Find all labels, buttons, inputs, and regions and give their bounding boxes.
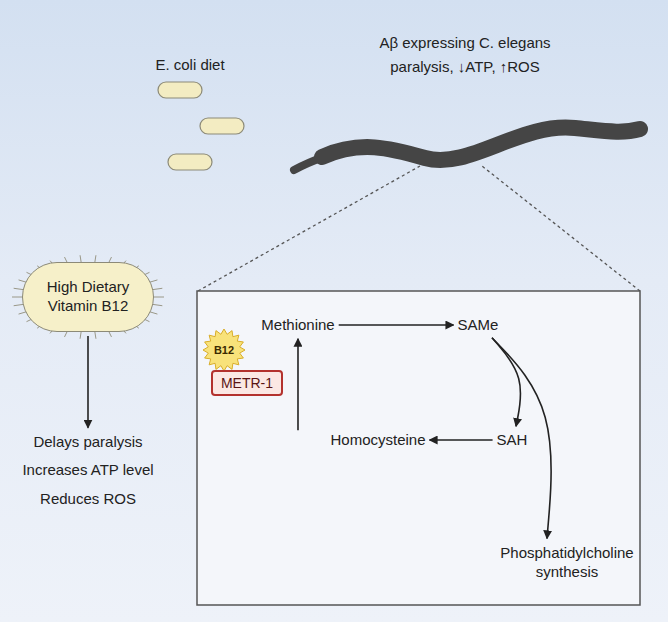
node-text: Methionine xyxy=(261,315,334,335)
pathway-arrow xyxy=(430,439,493,441)
zoom-line xyxy=(198,166,420,291)
metabolite: Methionine xyxy=(261,315,334,335)
cofactor-star: B12 xyxy=(202,328,246,372)
worm-label: Aβ expressing C. elegans xyxy=(379,34,550,51)
pathway-arrow xyxy=(339,324,454,326)
node-text: Increases ATP level xyxy=(22,460,153,480)
enzyme-box: METR-1 xyxy=(211,370,283,396)
node-text: Phosphatidylcholine synthesis xyxy=(487,543,647,582)
node-text: SAMe xyxy=(458,315,499,335)
node-text: SAH xyxy=(497,430,528,450)
node-text: Delays paralysis xyxy=(22,432,153,452)
bacterium xyxy=(200,118,244,134)
metabolite: SAH xyxy=(497,430,528,450)
bacterium-node: High Dietary Vitamin B12 xyxy=(22,262,154,332)
outcome-list: Delays paralysisIncreases ATP levelReduc… xyxy=(22,432,153,509)
node-text: METR-1 xyxy=(221,375,273,391)
diet-label: E. coli diet xyxy=(155,56,224,73)
metabolite: SAMe xyxy=(458,315,499,335)
pathway-output: Phosphatidylcholine synthesis xyxy=(487,543,647,582)
pilus xyxy=(95,331,96,339)
pilus xyxy=(80,331,81,339)
star-label: B12 xyxy=(214,344,234,356)
zoom-line xyxy=(482,166,640,291)
pili xyxy=(12,255,164,339)
pathway-arrow xyxy=(492,338,521,427)
pathway-arrow xyxy=(87,336,89,428)
bacterium xyxy=(168,154,212,170)
metabolite: Homocysteine xyxy=(330,430,425,450)
pathway-arrow xyxy=(492,338,551,539)
worm-body xyxy=(322,127,640,159)
pathway-arrow xyxy=(297,339,299,431)
node-text: Homocysteine xyxy=(330,430,425,450)
bacterium xyxy=(158,82,202,98)
worm-label: paralysis, ↓ATP, ↑ROS xyxy=(390,58,540,75)
node-text: High Dietary Vitamin B12 xyxy=(35,278,141,316)
node-text: Reduces ROS xyxy=(22,489,153,509)
